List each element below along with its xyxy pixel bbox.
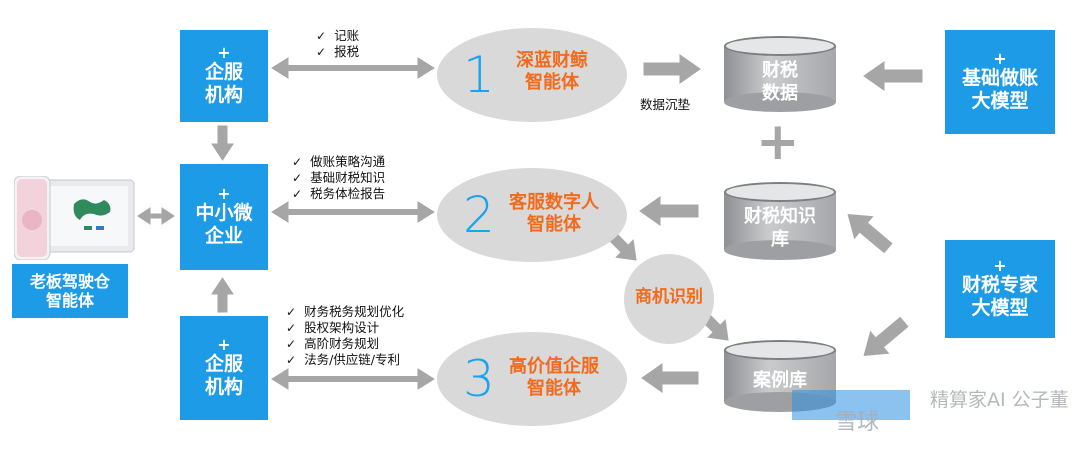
expert-model-label-2: 大模型 <box>971 297 1029 319</box>
expert-model-label-1: 财税专家 <box>961 274 1038 297</box>
list-item: ✓基础财税知识 <box>292 170 386 185</box>
check-icon: ✓ <box>286 321 297 335</box>
agent-3-label-1: 高价值企服 <box>509 356 599 377</box>
agent-1-ellipse <box>437 28 627 122</box>
base-model-label-2: 大模型 <box>971 90 1029 112</box>
check-icon: ✓ <box>292 187 303 201</box>
data-sink-label: 数据沉垫 <box>640 97 691 112</box>
combine-plus-icon: + <box>756 112 800 172</box>
plus-marker: + <box>217 43 231 63</box>
arrow-boss-sme <box>137 207 175 225</box>
plus-marker: + <box>217 184 231 204</box>
opportunity-label: 商机识别 <box>635 287 703 307</box>
base-model-box: + 基础做账 大模型 <box>945 30 1055 134</box>
list-item: ✓高阶财务规划 <box>286 336 380 351</box>
knowledge-db: 财税知识 库 <box>724 182 836 260</box>
plus-marker: + <box>217 335 231 355</box>
opportunity-circle <box>624 254 714 344</box>
base-model-label-1: 基础做账 <box>961 67 1038 90</box>
agent-1-label: 深蓝财鲸 智能体 <box>492 50 612 93</box>
check-icon: ✓ <box>292 171 303 185</box>
bottom-org-box: + 企服 机构 <box>180 316 268 420</box>
tax-data-label-1: 财税 <box>762 60 798 81</box>
sme-label-1: 中小微 <box>195 202 253 225</box>
arrow-agent1-taxdata <box>643 54 701 84</box>
agent-2-number: 2 <box>463 186 495 244</box>
check-icon: ✓ <box>286 353 297 367</box>
check-icon: ✓ <box>316 45 327 59</box>
knowledge-label-2: 库 <box>771 228 789 250</box>
agent-1-label-2: 智能体 <box>525 71 579 93</box>
tax-data-label-2: 数据 <box>762 82 798 104</box>
arrow-expert-knowledge <box>847 214 893 254</box>
arrow-bottom-org-sme <box>211 277 234 313</box>
plus-marker: + <box>993 49 1007 69</box>
plus-marker: + <box>993 256 1007 276</box>
boss-label-2: 智能体 <box>45 291 94 310</box>
device-illustration <box>13 175 136 261</box>
agent-2-label-2: 智能体 <box>527 213 581 235</box>
top-org-label-1: 企服 <box>204 61 243 84</box>
cases-label: 案例库 <box>753 370 807 391</box>
list-item: ✓报税 <box>316 44 360 59</box>
expert-model-box: + 财税专家 大模型 <box>945 240 1055 338</box>
arrow-top-org-agent1 <box>271 57 435 79</box>
agent-1-number: 1 <box>463 46 495 104</box>
agent-2-label: 客服数字人 智能体 <box>492 192 616 235</box>
list-item: ✓做账策略沟通 <box>292 154 386 169</box>
list-item: ✓股权架构设计 <box>286 320 380 335</box>
agent-3-number: 3 <box>463 350 495 408</box>
check-icon: ✓ <box>286 305 297 319</box>
sme-label-2: 企业 <box>204 225 243 247</box>
knowledge-label-1: 财税知识 <box>744 206 816 227</box>
top-org-box: + 企服 机构 <box>180 30 268 122</box>
arrow-basemodel-taxdata <box>863 61 923 91</box>
checklist-1: ✓记账 ✓报税 <box>316 28 359 60</box>
list-item: ✓记账 <box>316 28 360 43</box>
agent-1-label-1: 深蓝财鲸 <box>516 50 588 71</box>
arrow-expert-cases <box>863 316 909 356</box>
agent-2-label-1: 客服数字人 <box>509 192 599 213</box>
arrow-knowledge-agent2 <box>639 196 699 226</box>
watermark-right: 精算家AI 公子董 <box>930 389 1069 411</box>
arrow-bottom-org-agent3 <box>271 368 435 390</box>
check-icon: ✓ <box>316 29 327 43</box>
agent-3-label: 高价值企服 智能体 <box>492 356 616 399</box>
agent-2-ellipse <box>437 168 627 262</box>
watermark-logo <box>792 390 910 420</box>
agent-3-label-2: 智能体 <box>527 377 581 399</box>
arrow-cases-agent3 <box>641 363 699 393</box>
tax-data-db: 财税 数据 <box>724 36 836 112</box>
boss-label-1: 老板驾驶仓 <box>29 271 110 291</box>
sme-box: + 中小微 企业 <box>180 164 268 270</box>
bottom-org-label-1: 企服 <box>204 353 243 376</box>
bottom-org-label-2: 机构 <box>204 376 243 398</box>
check-icon: ✓ <box>286 337 297 351</box>
arrow-top-org-sme <box>211 125 234 161</box>
list-item: ✓税务体检报告 <box>292 186 386 201</box>
checklist-2: ✓做账策略沟通 ✓基础财税知识 ✓税务体检报告 <box>292 154 385 202</box>
list-item: ✓财务税务规划优化 <box>286 304 405 319</box>
boss-cockpit-box: 老板驾驶仓 智能体 <box>12 264 128 318</box>
list-item: ✓法务/供应链/专利 <box>286 352 400 367</box>
watermark-left: 雪球 <box>835 410 880 435</box>
check-icon: ✓ <box>292 155 303 169</box>
cases-db: 案例库 <box>724 340 836 412</box>
checklist-3: ✓财务税务规划优化 ✓股权架构设计 ✓高阶财务规划 ✓法务/供应链/专利 <box>286 304 404 368</box>
agent-3-ellipse <box>437 332 627 426</box>
arrow-sme-agent2 <box>271 201 435 223</box>
top-org-label-2: 机构 <box>204 84 243 106</box>
